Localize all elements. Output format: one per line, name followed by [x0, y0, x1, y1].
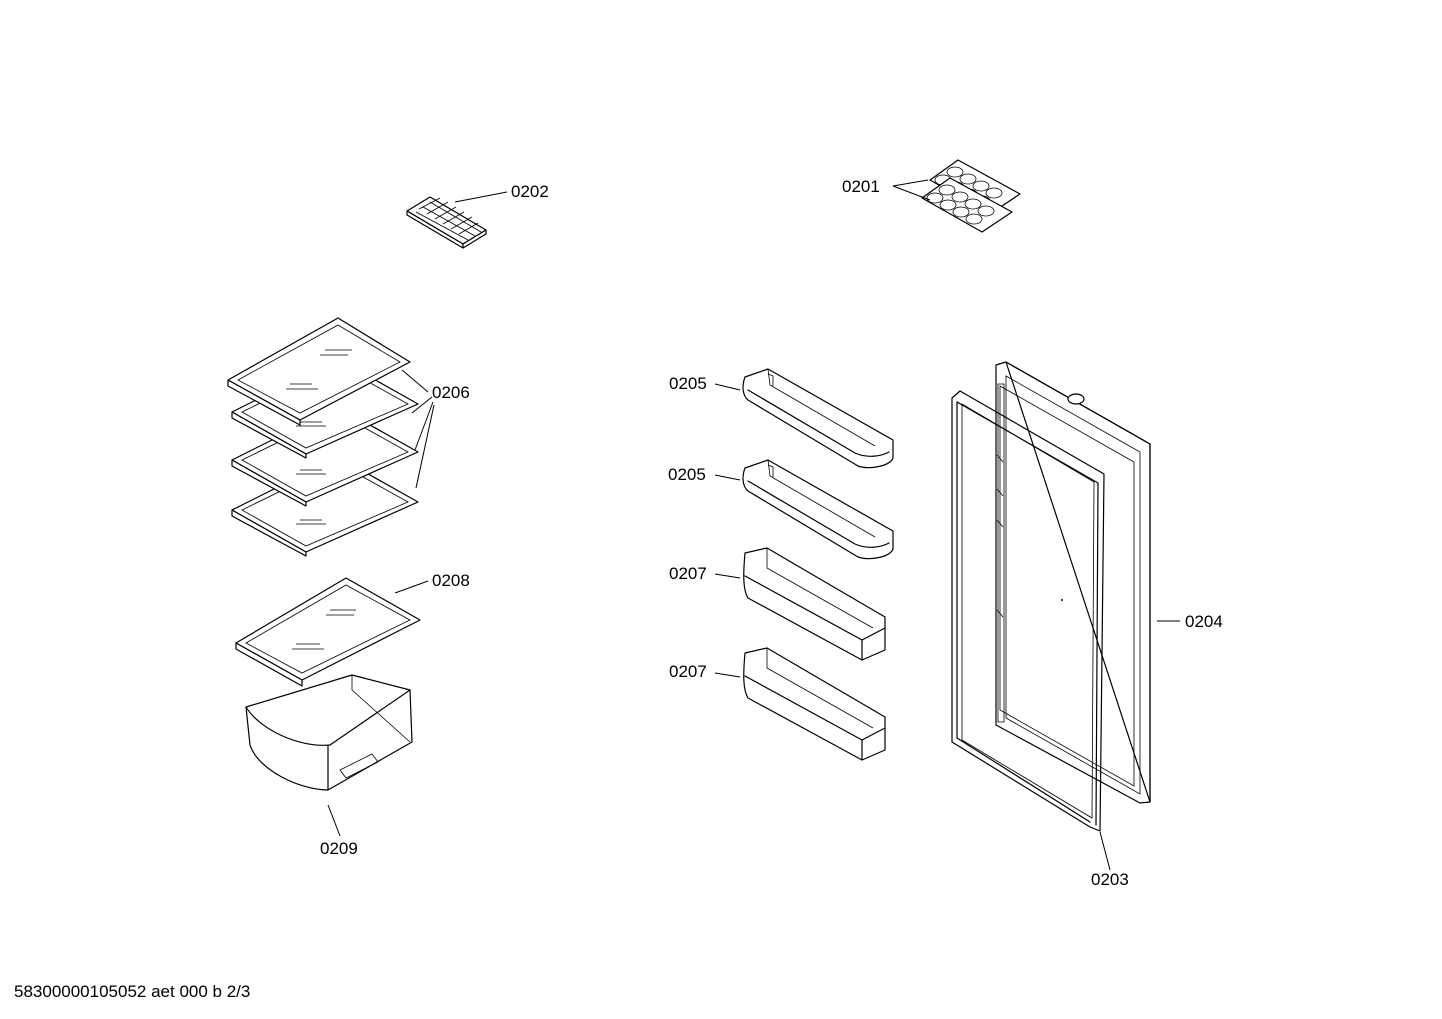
leader-lines — [327, 179, 1180, 871]
part-label-0207-lower: 0207 — [669, 662, 707, 681]
part-label-0208: 0208 — [432, 571, 470, 590]
document-reference-footer: 58300000105052 aet 000 b 2/3 — [14, 982, 251, 1001]
vegetable-crisper — [245, 674, 413, 791]
part-label-0205-lower: 0205 — [668, 465, 706, 484]
part-label-0205-upper: 0205 — [669, 374, 707, 393]
glass-shelf-crisper-cover — [235, 577, 421, 687]
part-label-0201: 0201 — [842, 177, 880, 196]
part-label-0207-upper: 0207 — [669, 564, 707, 583]
glass-shelves — [227, 317, 419, 557]
door-bin-middle — [742, 459, 894, 560]
part-label-0206: 0206 — [432, 383, 470, 402]
door-bin-lower-1 — [743, 547, 886, 661]
egg-tray — [921, 159, 1021, 233]
door-bin-lower-2 — [743, 647, 886, 761]
part-label-0203: 0203 — [1091, 870, 1129, 889]
part-label-0209: 0209 — [320, 839, 358, 858]
part-label-0204: 0204 — [1185, 612, 1223, 631]
part-label-0202: 0202 — [511, 182, 549, 201]
door-bin-upper — [742, 368, 894, 469]
door-gasket — [951, 390, 1105, 832]
ice-cube-tray — [406, 196, 487, 249]
door-panel — [995, 361, 1151, 804]
